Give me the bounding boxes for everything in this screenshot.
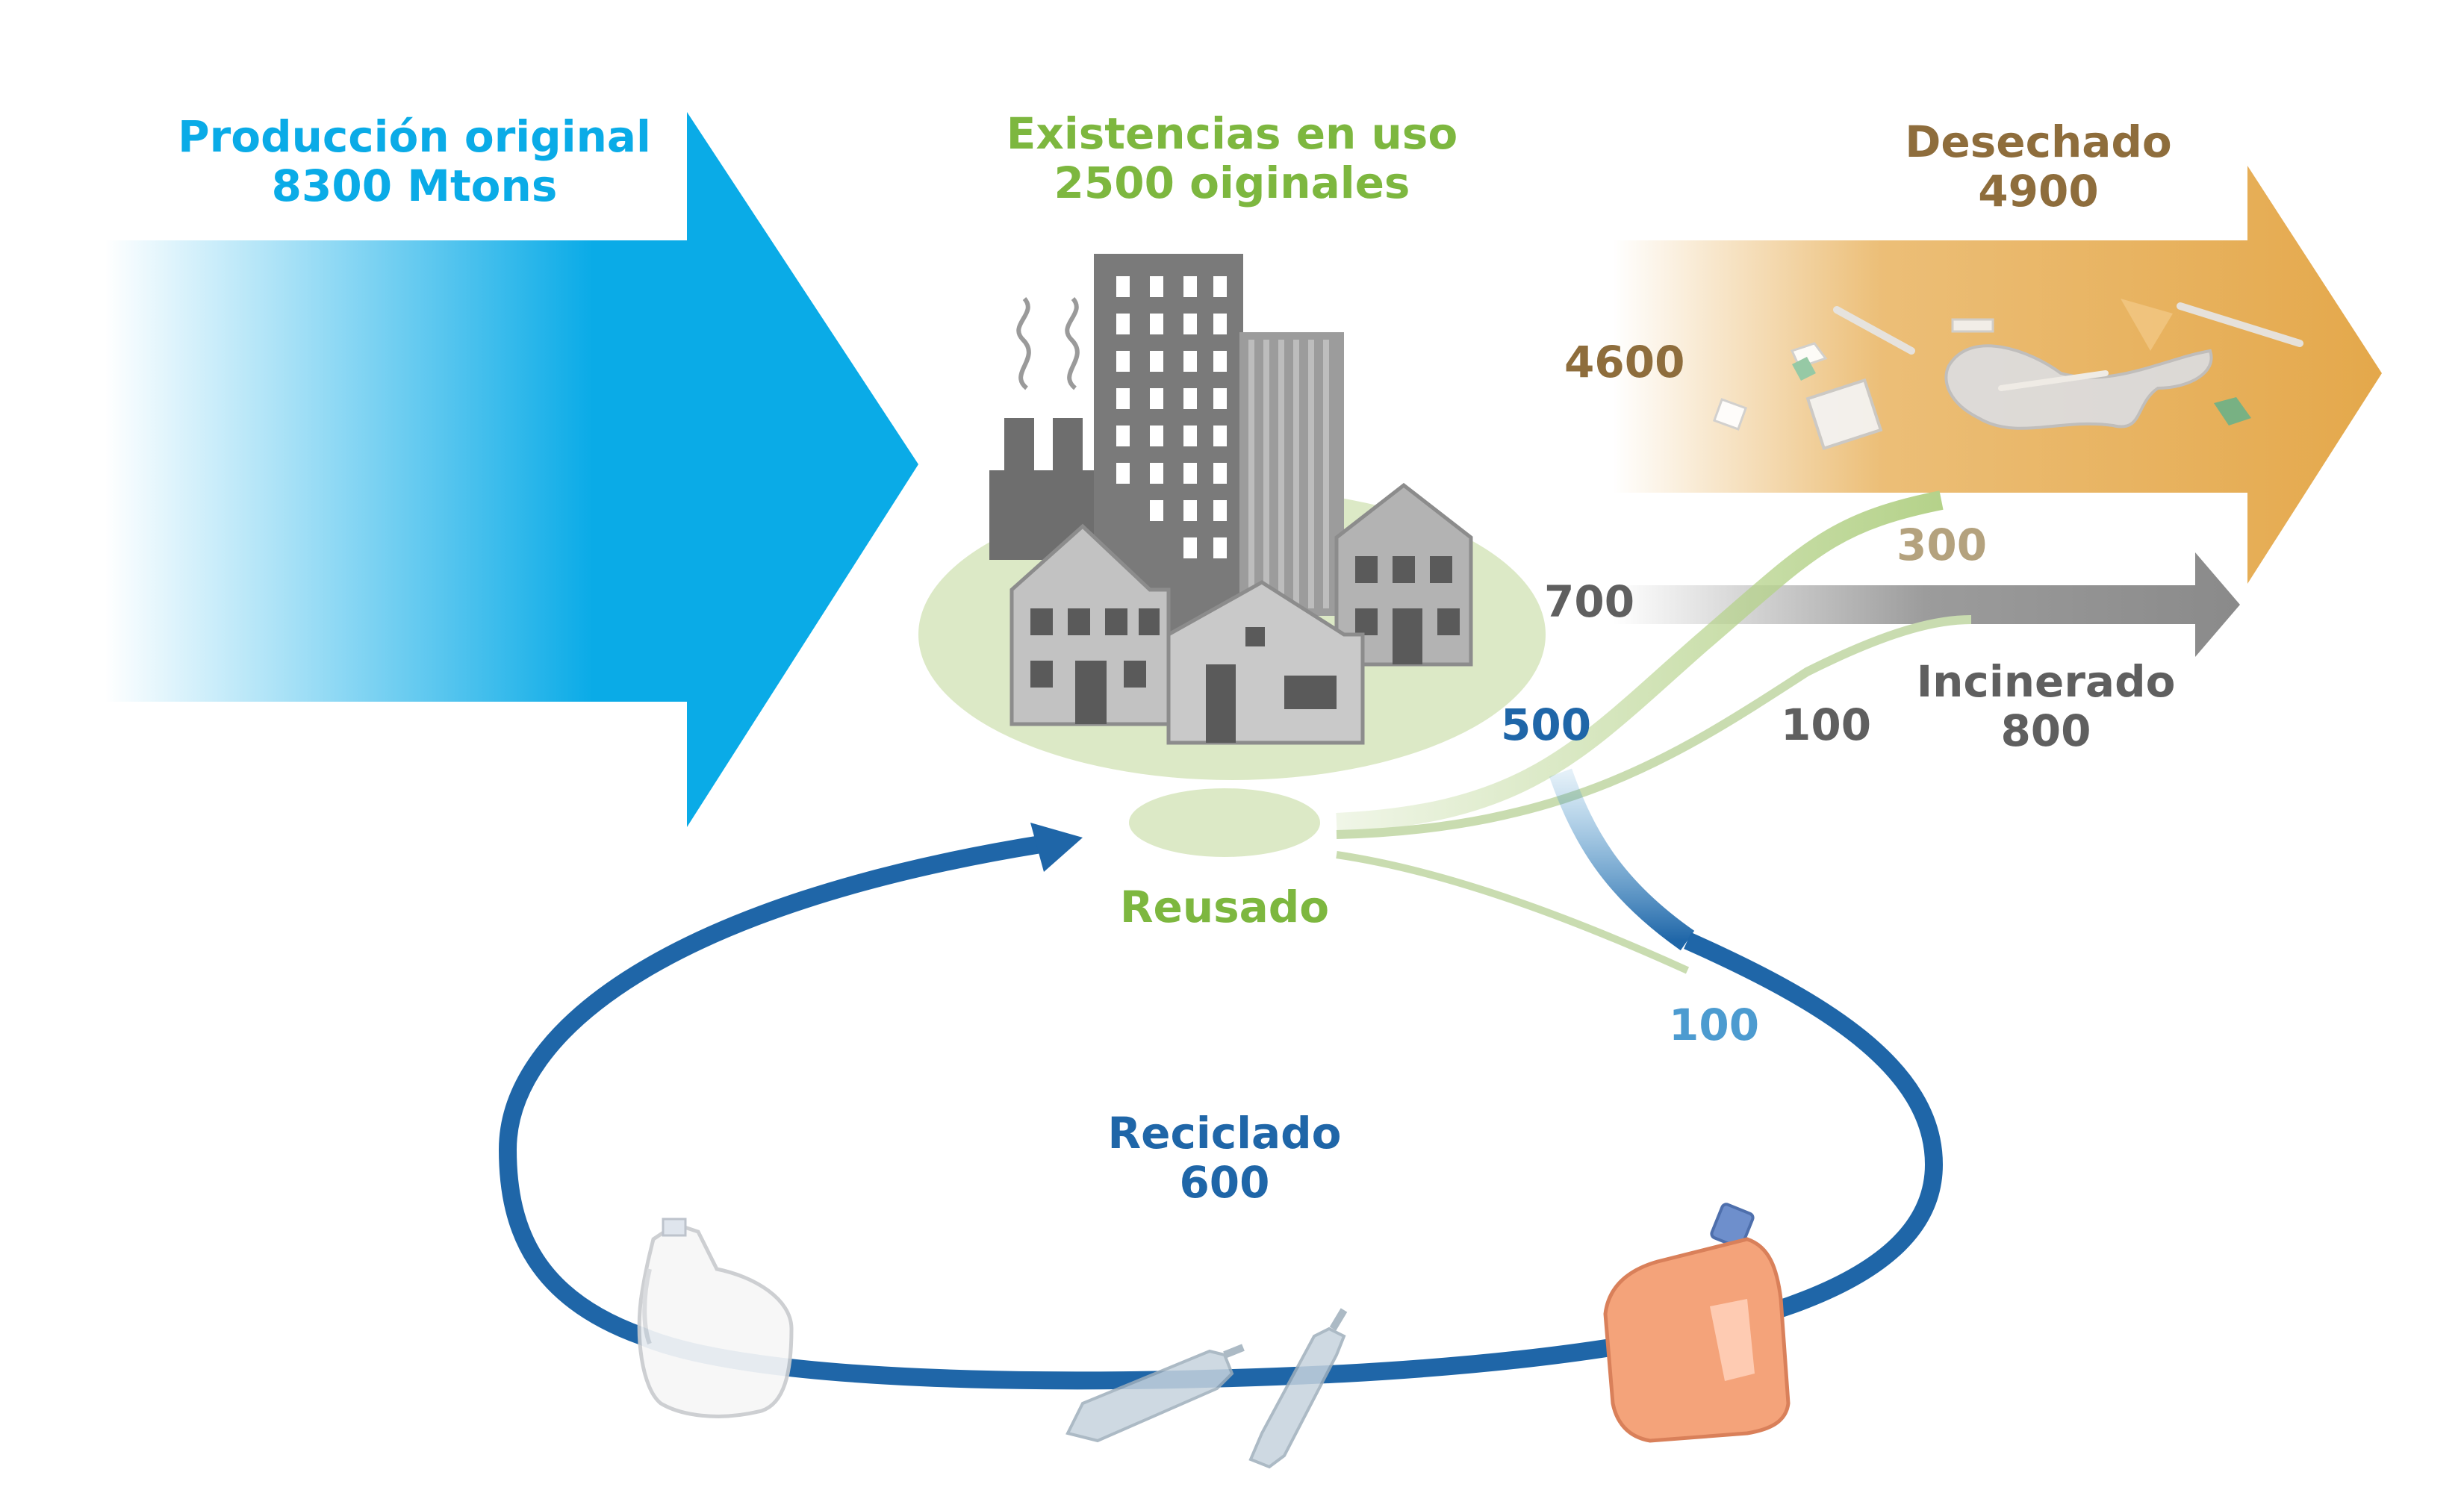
flow-value-stock-to-incinerated: 700: [1544, 576, 1635, 627]
reused-to-discarded-flow: [1336, 490, 1944, 832]
factory-icon: [989, 296, 1101, 560]
plastic-bottle-icon: [1065, 1308, 1348, 1469]
city-icon: [989, 254, 1473, 745]
reused-ellipse: [1129, 788, 1320, 857]
flow-value-to-recycling: 500: [1501, 699, 1592, 750]
recycled-value: 600: [1179, 1157, 1270, 1208]
recycled-label: Reciclado 600: [1075, 1109, 1374, 1207]
flow-value-recycled-to-incinerated: 100: [1781, 699, 1872, 750]
discarded-label: Desechado 4900: [1882, 117, 2195, 216]
recycled-title: Reciclado: [1107, 1108, 1342, 1159]
incinerated-arrow: [1613, 552, 2240, 657]
discarded-value: 4900: [1978, 166, 2099, 216]
reused-to-recycling-flow: [1336, 851, 1690, 974]
recycling-feed-flow: [1549, 768, 1695, 951]
recycling-loop: [498, 835, 1944, 1390]
incinerated-label: Incinerado 800: [1911, 657, 2180, 755]
flow-value-recycled-loss: 100: [1669, 1000, 1760, 1050]
detergent-bottle-icon: [1603, 1203, 1791, 1443]
production-label: Producción original 8300 Mtons: [175, 112, 653, 211]
plastic-debris-icon: [1712, 299, 2303, 451]
flow-value-stock-to-discarded: 4600: [1564, 337, 1685, 387]
stock-value: 2500 oiginales: [1054, 158, 1410, 208]
incinerated-value: 800: [2000, 705, 2091, 756]
milk-jug-icon: [637, 1218, 794, 1418]
reused-to-incinerated-flow: [1336, 615, 1972, 839]
production-arrow: [105, 112, 918, 827]
production-value: 8300 Mtons: [271, 160, 558, 211]
discarded-title: Desechado: [1905, 116, 2172, 167]
reused-label: Reusado: [1119, 882, 1330, 932]
flow-value-recycled-to-discarded: 300: [1897, 520, 1988, 570]
stock-label: Existencias en uso 2500 oiginales: [971, 109, 1493, 208]
recycling-arrowhead: [1030, 823, 1083, 872]
stock-title: Existencias en uso: [1006, 108, 1458, 159]
incinerated-title: Incinerado: [1916, 656, 2176, 707]
production-title: Producción original: [178, 111, 651, 162]
